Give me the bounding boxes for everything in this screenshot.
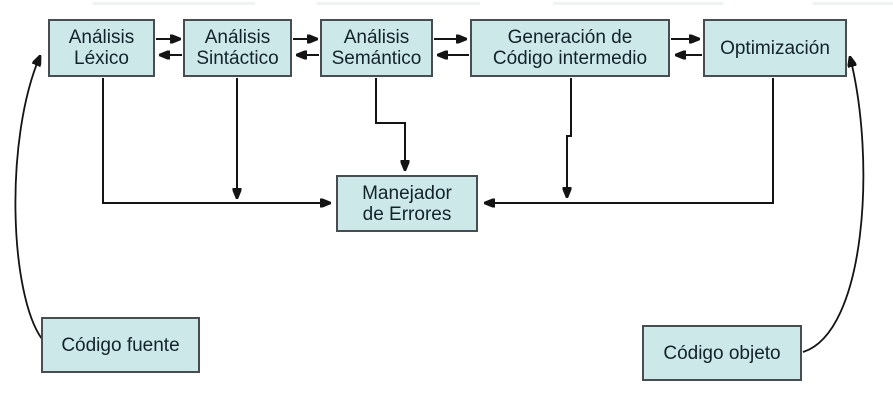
arrow-optimizacion-to-manejador <box>485 78 774 203</box>
node-analisis-lexico-label: Análisis Léxico <box>68 27 135 69</box>
node-generacion-codigo-intermedio: Generación de Código intermedio <box>470 19 670 77</box>
node-analisis-sintactico-label: Análisis Sintáctico <box>196 27 279 69</box>
node-codigo-objeto: Código objeto <box>642 325 802 381</box>
node-analisis-semantico-label: Análisis Semántico <box>331 27 422 69</box>
arrow-lexico-to-manejador <box>102 78 330 203</box>
cropped-box-artifact <box>93 2 255 5</box>
arrow-semantico-to-manejador <box>375 78 405 170</box>
node-codigo-fuente-label: Código fuente <box>61 334 180 356</box>
node-codigo-objeto-label: Código objeto <box>663 342 781 364</box>
cropped-box-artifact <box>317 2 480 5</box>
cropped-box-artifact <box>813 2 893 5</box>
arrow-generacion-to-manejador <box>567 78 572 197</box>
node-analisis-sintactico: Análisis Sintáctico <box>183 19 292 77</box>
node-codigo-fuente: Código fuente <box>41 317 200 373</box>
cropped-box-artifact <box>553 2 723 5</box>
node-analisis-semantico: Análisis Semántico <box>320 19 433 77</box>
node-manejador-label: Manejador de Errores <box>362 182 452 225</box>
node-optimizacion: Optimización <box>703 19 847 77</box>
node-analisis-lexico: Análisis Léxico <box>48 19 155 77</box>
node-optimizacion-label: Optimización <box>720 37 830 59</box>
node-manejador-de-errores: Manejador de Errores <box>336 175 478 232</box>
node-generacion-label: Generación de Código intermedio <box>492 27 648 69</box>
arrow-fuente-to-lexico <box>14 56 43 340</box>
arrow-objeto-to-optimizacion <box>802 57 865 353</box>
